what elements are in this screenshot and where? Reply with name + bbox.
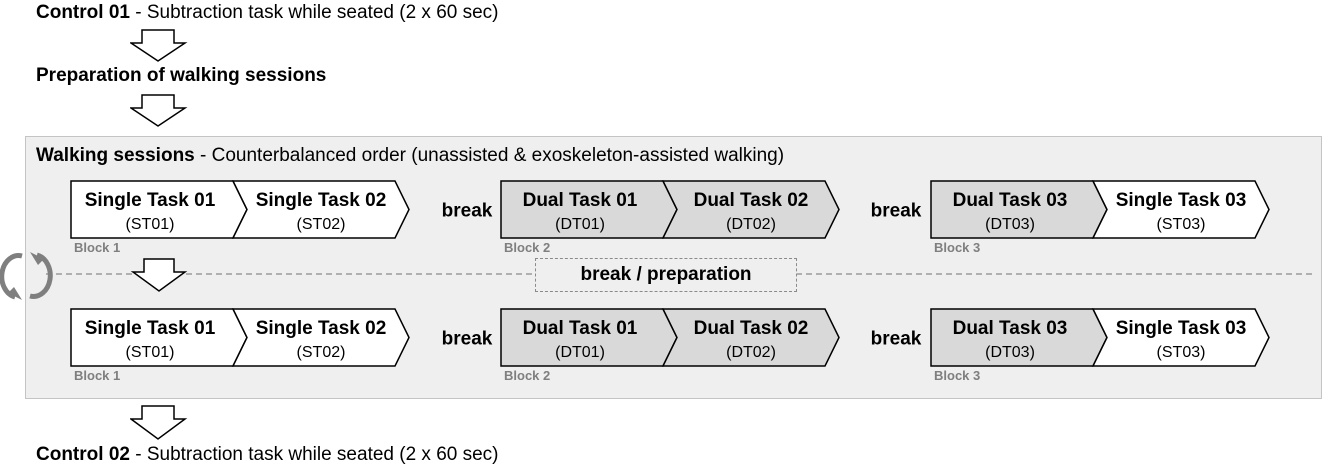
down-arrow-icon bbox=[130, 94, 188, 127]
task-chevron bbox=[661, 308, 840, 367]
task-title: Single Task 02 bbox=[256, 318, 387, 339]
break-preparation-label: break / preparation bbox=[580, 264, 752, 285]
task-chevron bbox=[231, 308, 410, 367]
break-label: break bbox=[442, 201, 493, 222]
control02-description: - Subtraction task while seated (2 x 60 … bbox=[129, 444, 499, 465]
control02-line: Control 02 - Subtraction task while seat… bbox=[36, 444, 499, 466]
task-code: (ST03) bbox=[1157, 344, 1206, 361]
task-code: (ST01) bbox=[126, 344, 175, 361]
down-arrow-icon bbox=[130, 29, 188, 62]
block-label: Block 2 bbox=[504, 368, 550, 383]
break-label: break bbox=[871, 329, 922, 350]
block-label: Block 2 bbox=[504, 240, 550, 255]
task-title: Single Task 01 bbox=[85, 318, 216, 339]
task-code: (DT01) bbox=[555, 216, 605, 233]
task-code: (DT02) bbox=[726, 216, 776, 233]
task-chevron bbox=[1091, 308, 1270, 367]
refresh-cycle-icon bbox=[0, 252, 53, 300]
task-title: Single Task 03 bbox=[1116, 318, 1247, 339]
control01-description: - Subtraction task while seated (2 x 60 … bbox=[129, 2, 499, 23]
task-title: Dual Task 01 bbox=[523, 318, 638, 339]
task-title: Single Task 01 bbox=[85, 190, 216, 211]
task-code: (DT03) bbox=[985, 344, 1035, 361]
task-title: Single Task 02 bbox=[256, 190, 387, 211]
walking-sessions-description: - Counterbalanced order (unassisted & ex… bbox=[194, 145, 785, 166]
block-label: Block 3 bbox=[934, 240, 980, 255]
task-code: (DT03) bbox=[985, 216, 1035, 233]
break-preparation-box: break / preparation bbox=[535, 258, 797, 292]
task-chevron bbox=[1091, 180, 1270, 239]
task-code: (ST02) bbox=[297, 344, 346, 361]
break-label: break bbox=[871, 201, 922, 222]
task-code: (DT02) bbox=[726, 344, 776, 361]
down-arrow-icon bbox=[130, 405, 188, 440]
task-chevron bbox=[231, 180, 410, 239]
break-label: break bbox=[442, 329, 493, 350]
preparation-line: Preparation of walking sessions bbox=[36, 65, 326, 87]
task-title: Single Task 03 bbox=[1116, 190, 1247, 211]
walking-sessions-line: Walking sessions - Counterbalanced order… bbox=[36, 145, 784, 167]
task-chevron bbox=[661, 180, 840, 239]
task-code: (ST01) bbox=[126, 216, 175, 233]
walking-sessions-title: Walking sessions bbox=[36, 145, 195, 166]
control01-line: Control 01 - Subtraction task while seat… bbox=[36, 2, 499, 24]
task-title: Dual Task 02 bbox=[694, 190, 809, 211]
block-label: Block 3 bbox=[934, 368, 980, 383]
down-arrow-icon bbox=[130, 258, 188, 292]
task-code: (ST02) bbox=[297, 216, 346, 233]
control01-title: Control 01 bbox=[36, 2, 130, 23]
task-title: Dual Task 03 bbox=[953, 190, 1068, 211]
task-title: Dual Task 03 bbox=[953, 318, 1068, 339]
block-label: Block 1 bbox=[74, 368, 120, 383]
block-label: Block 1 bbox=[74, 240, 120, 255]
control02-title: Control 02 bbox=[36, 444, 130, 465]
task-code: (ST03) bbox=[1157, 216, 1206, 233]
task-code: (DT01) bbox=[555, 344, 605, 361]
preparation-title: Preparation of walking sessions bbox=[36, 65, 327, 86]
task-title: Dual Task 01 bbox=[523, 190, 638, 211]
task-title: Dual Task 02 bbox=[694, 318, 809, 339]
